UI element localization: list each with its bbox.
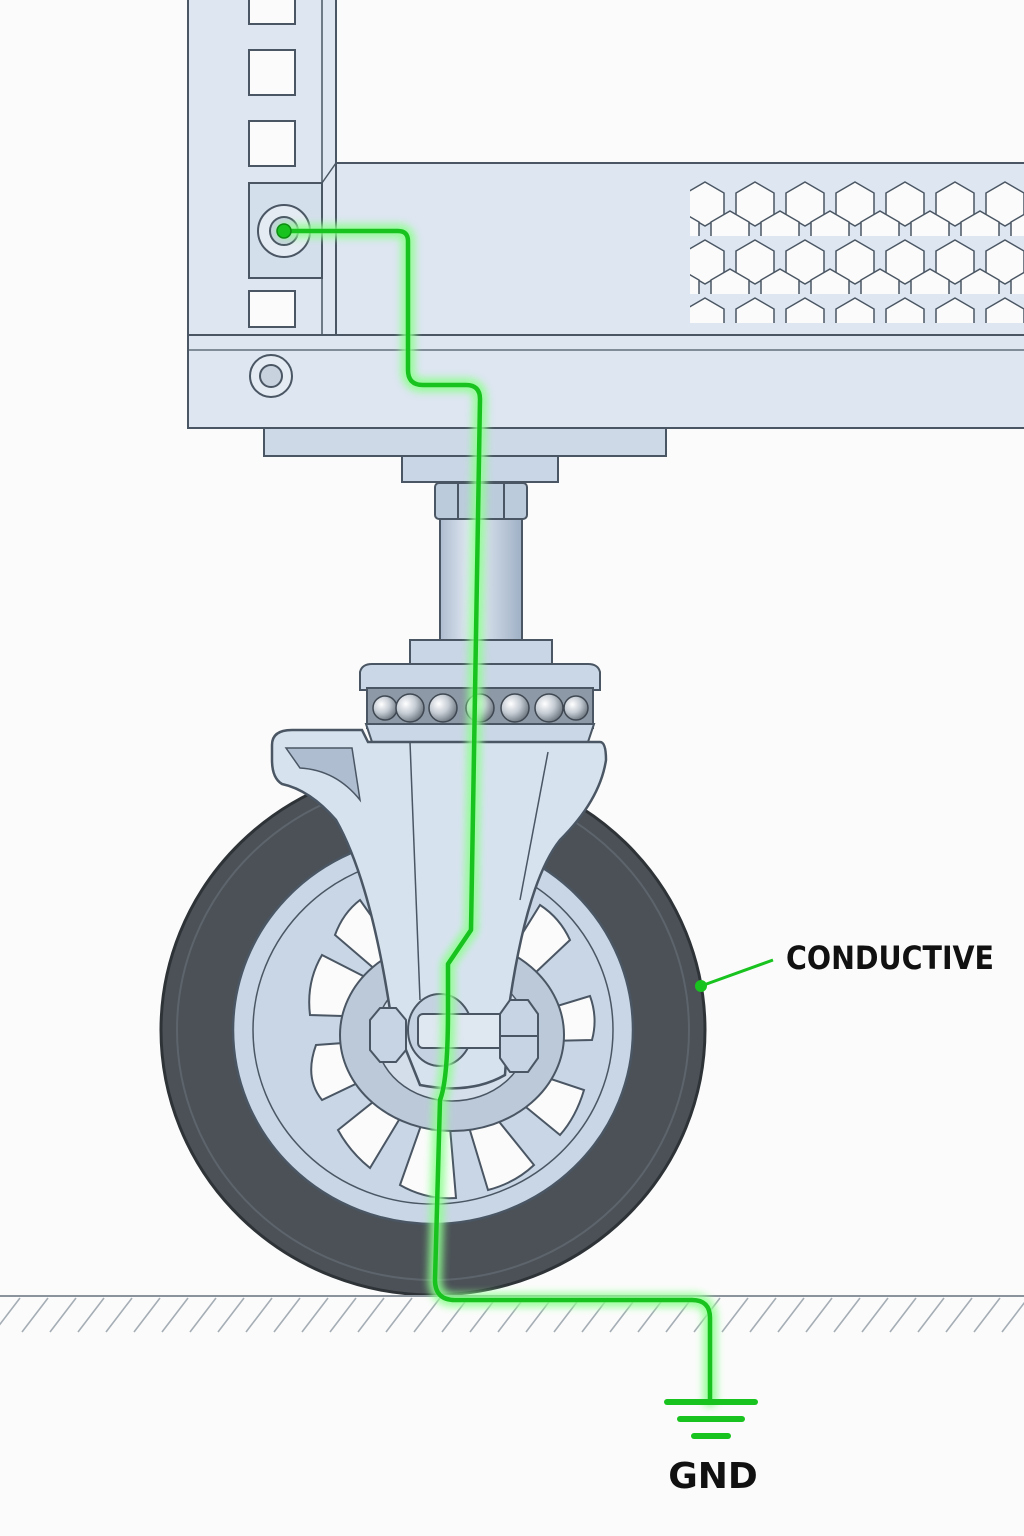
- floor-hatch-line: [1001, 1301, 1024, 1333]
- floor-hatch-line: [21, 1297, 49, 1333]
- callout-leader: [700, 958, 774, 988]
- floor-hatch-line: [77, 1297, 105, 1333]
- floor-hatch-line: [301, 1297, 329, 1333]
- floor-hatch-line: [749, 1297, 777, 1333]
- axle-nut: [369, 1007, 407, 1063]
- caster-mount-plate: [263, 427, 667, 457]
- floor-hatch-line: [777, 1297, 805, 1333]
- floor-hatch-line: [189, 1297, 217, 1333]
- floor-hatch-line: [833, 1297, 861, 1333]
- post-slot: [248, 120, 296, 167]
- floor-hatch-line: [385, 1297, 413, 1333]
- bottom-rail: [187, 334, 1024, 429]
- floor-hatch-line: [357, 1297, 385, 1333]
- floor-hatch-line: [917, 1297, 945, 1333]
- frame-bolt: [249, 354, 293, 398]
- floor-hatch-line: [329, 1297, 357, 1333]
- post-slot: [248, 0, 296, 25]
- floor-hatch-line: [861, 1297, 889, 1333]
- floor-hatch-line: [889, 1297, 917, 1333]
- conductive-label: CONDUCTIVE: [786, 939, 994, 977]
- ground-path-line: [281, 228, 713, 1403]
- floor-hatch-line: [945, 1297, 973, 1333]
- floor-hatch-line: [273, 1297, 301, 1333]
- floor-hatch-line: [161, 1297, 189, 1333]
- post-slot: [248, 290, 296, 328]
- floor-hatch-line: [721, 1297, 749, 1333]
- floor-hatch-line: [217, 1297, 245, 1333]
- ground-symbol-icon: [664, 1399, 758, 1439]
- rack-frame: [187, 0, 1024, 457]
- ground-label: GND: [668, 1456, 758, 1497]
- floor-hatch-line: [133, 1297, 161, 1333]
- caster-fork: [270, 728, 608, 1090]
- conductive-callout: [695, 958, 774, 992]
- floor-hatch-line: [245, 1297, 273, 1333]
- floor-hatch-line: [413, 1297, 441, 1333]
- floor-hatch-line: [49, 1297, 77, 1333]
- perforated-vent: [690, 178, 1024, 323]
- floor-hatch-line: [0, 1297, 21, 1326]
- floor-hatch-line: [105, 1297, 133, 1333]
- ground-terminal-dot: [276, 223, 292, 239]
- callout-dot: [695, 980, 707, 992]
- post-slot: [248, 49, 296, 96]
- floor-hatch-line: [805, 1297, 833, 1333]
- floor-hatch-line: [973, 1297, 1001, 1333]
- ground-path: [276, 223, 717, 1407]
